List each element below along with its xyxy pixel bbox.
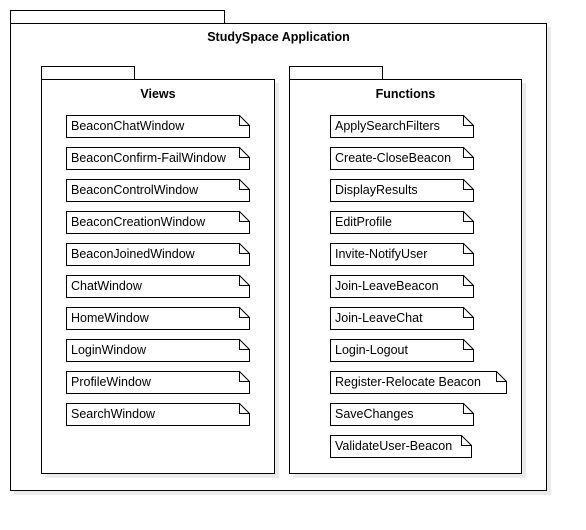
function-note-label: Login-Logout <box>335 343 408 357</box>
folded-corner-icon <box>238 179 250 202</box>
view-note: BeaconJoinedWindow <box>66 243 250 266</box>
view-note: BeaconChatWindow <box>66 115 250 138</box>
function-note-label: EditProfile <box>335 215 392 229</box>
function-note: Create-CloseBeacon <box>330 147 474 170</box>
function-note-label: DisplayResults <box>335 183 418 197</box>
function-note: SaveChanges <box>330 403 474 426</box>
folded-corner-icon <box>462 243 474 266</box>
view-note: LoginWindow <box>66 339 250 362</box>
view-note: BeaconConfirm-FailWindow <box>66 147 250 170</box>
function-note: Invite-NotifyUser <box>330 243 474 266</box>
function-note: Login-Logout <box>330 339 474 362</box>
function-note: Join-LeaveChat <box>330 307 474 330</box>
folded-corner-icon <box>462 211 474 234</box>
function-note-label: Create-CloseBeacon <box>335 151 452 165</box>
view-note: BeaconControlWindow <box>66 179 250 202</box>
view-note-label: BeaconChatWindow <box>71 119 185 133</box>
view-note: HomeWindow <box>66 307 250 330</box>
view-note-label: ChatWindow <box>71 279 142 293</box>
view-note-label: HomeWindow <box>71 311 149 325</box>
function-note-label: Join-LeaveChat <box>335 311 423 325</box>
folded-corner-icon <box>238 275 250 298</box>
function-note-label: SaveChanges <box>335 407 414 421</box>
function-note-label: Join-LeaveBeacon <box>335 279 439 293</box>
view-note: SearchWindow <box>66 403 250 426</box>
function-note: EditProfile <box>330 211 474 234</box>
folded-corner-icon <box>462 275 474 298</box>
folded-corner-icon <box>462 179 474 202</box>
view-note-label: LoginWindow <box>71 343 147 357</box>
function-note-label: ValidateUser-Beacon <box>335 439 453 453</box>
folded-corner-icon <box>238 339 250 362</box>
view-note-label: BeaconConfirm-FailWindow <box>71 151 226 165</box>
function-note: DisplayResults <box>330 179 474 202</box>
function-note: ValidateUser-Beacon <box>330 435 472 458</box>
view-note-label: BeaconCreationWindow <box>71 215 206 229</box>
folded-corner-icon <box>238 147 250 170</box>
folded-corner-icon <box>460 435 472 458</box>
folded-corner-icon <box>462 403 474 426</box>
app-package-title: StudySpace Application <box>207 30 350 44</box>
function-note: ApplySearchFilters <box>330 115 474 138</box>
folded-corner-icon <box>462 147 474 170</box>
folded-corner-icon <box>495 371 507 394</box>
folded-corner-icon <box>238 115 250 138</box>
functions-package-title: Functions <box>375 87 436 101</box>
folded-corner-icon <box>238 403 250 426</box>
views-package-title: Views <box>140 87 176 101</box>
functions-package-tab <box>289 66 383 80</box>
folded-corner-icon <box>238 243 250 266</box>
views-package-tab <box>41 66 135 80</box>
view-note: ChatWindow <box>66 275 250 298</box>
function-note-label: ApplySearchFilters <box>335 119 440 133</box>
view-note-label: BeaconJoinedWindow <box>71 247 195 261</box>
folded-corner-icon <box>462 115 474 138</box>
app-package-tab <box>10 10 225 24</box>
view-note-label: SearchWindow <box>71 407 156 421</box>
function-note: Join-LeaveBeacon <box>330 275 474 298</box>
function-note-label: Invite-NotifyUser <box>335 247 428 261</box>
folded-corner-icon <box>238 211 250 234</box>
function-note: Register-Relocate Beacon <box>330 371 507 394</box>
view-note: BeaconCreationWindow <box>66 211 250 234</box>
folded-corner-icon <box>238 371 250 394</box>
view-note-label: BeaconControlWindow <box>71 183 199 197</box>
function-note-label: Register-Relocate Beacon <box>335 375 481 389</box>
folded-corner-icon <box>238 307 250 330</box>
folded-corner-icon <box>462 339 474 362</box>
view-note-label: ProfileWindow <box>71 375 151 389</box>
view-note: ProfileWindow <box>66 371 250 394</box>
folded-corner-icon <box>462 307 474 330</box>
